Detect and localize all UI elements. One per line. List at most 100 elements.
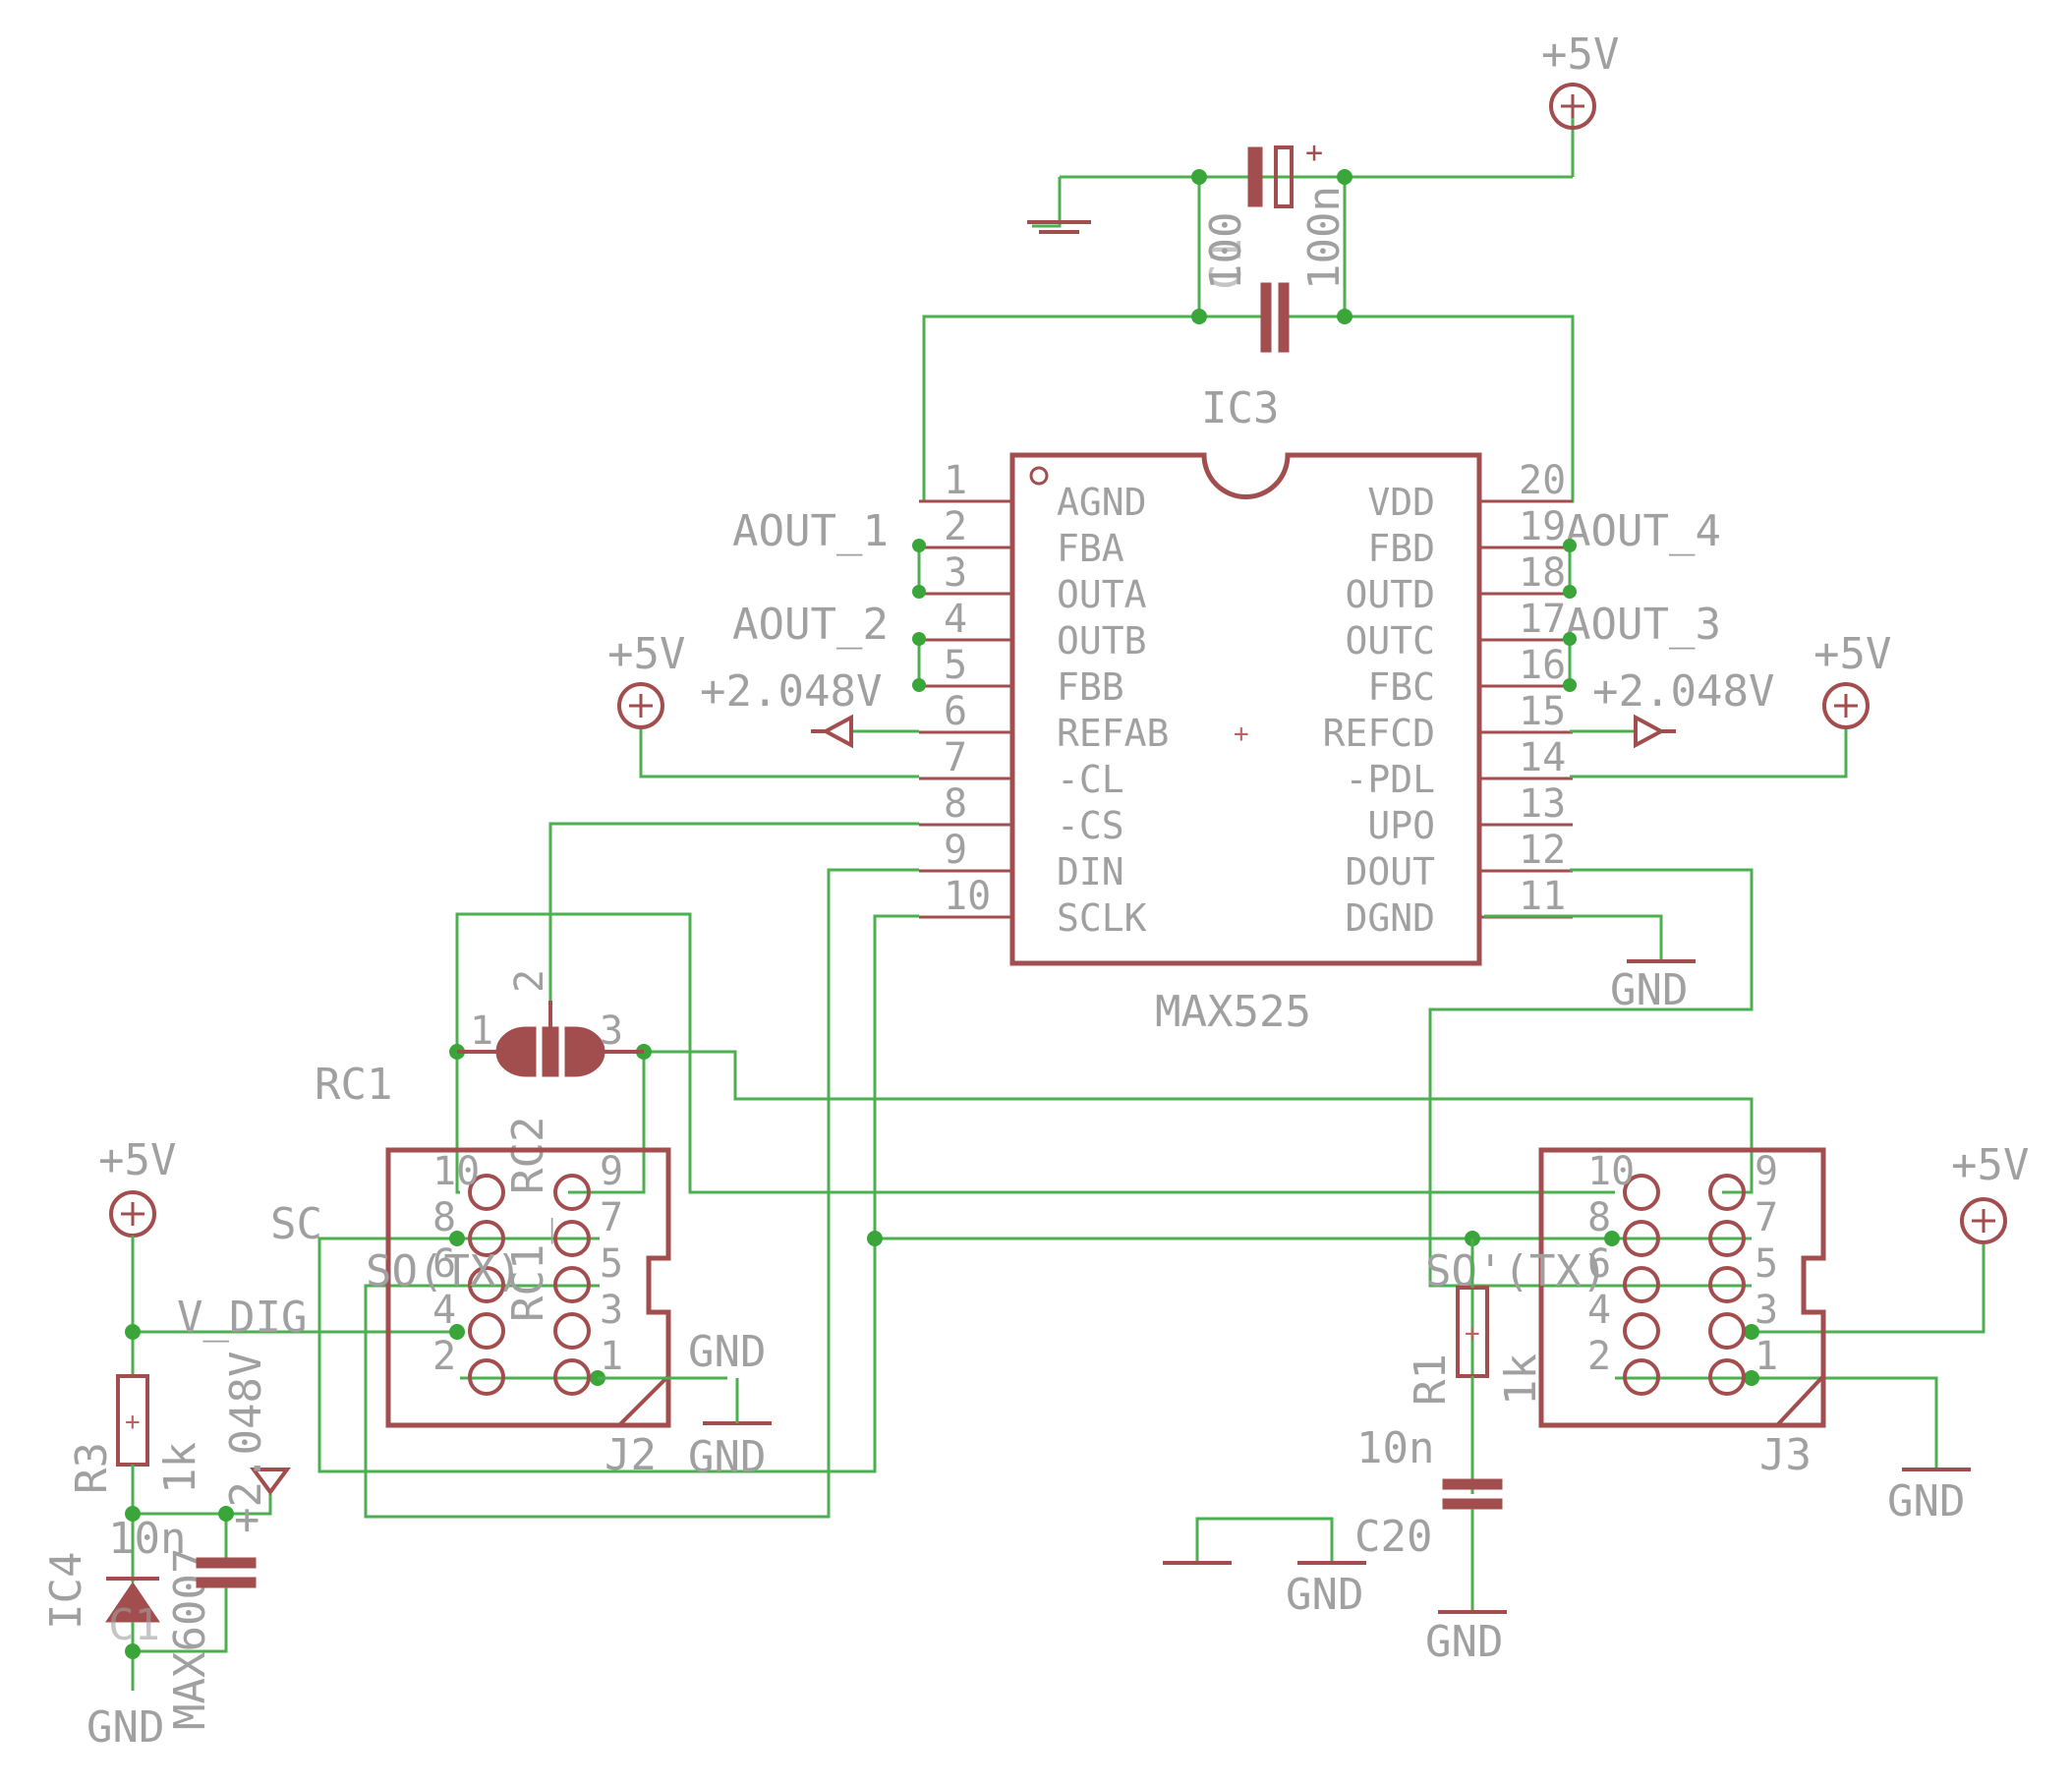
c20-value: 10n (1356, 1423, 1434, 1473)
ic3-pin-number: 15 (1519, 689, 1566, 734)
c20-ref-visible: C20 (1354, 1512, 1432, 1562)
resonator-right (564, 1026, 605, 1077)
ic3-pin-name: AGND (1057, 481, 1147, 524)
ic3-pin-number: 4 (944, 597, 967, 642)
j3-ref: J3 (1759, 1430, 1812, 1480)
ref-right-label: +2.048V (1592, 666, 1774, 717)
connector-pin (1623, 1174, 1660, 1211)
c1-plate-a (196, 1557, 257, 1569)
ref-ic4-label: +2.048V (221, 1352, 271, 1533)
c20-plate-a (1442, 1478, 1503, 1490)
connector-pin (468, 1266, 505, 1303)
ic3-pin-number: 3 (944, 550, 967, 596)
rc1-label: RC1 (315, 1060, 392, 1110)
rc2-label: RC2 (503, 1117, 553, 1194)
ic3-pin-number: 17 (1519, 597, 1566, 642)
c1-value: 10n (108, 1514, 186, 1564)
ic3-pin-name: UPO (1367, 804, 1435, 847)
plus5v-right-label: +5V (1813, 629, 1891, 679)
resonator-left (495, 1026, 537, 1077)
ic3-value: MAX525 (1155, 987, 1311, 1037)
aout-4-label: AOUT_4 (1565, 506, 1721, 556)
ic3-ref-power: +2.048V +2.048V +5V +5V GND (607, 629, 1891, 1015)
ic3-pin-name: DOUT (1345, 850, 1435, 893)
ic3-pin-number: 20 (1519, 458, 1566, 503)
ic3-pin-name: OUTB (1057, 619, 1147, 662)
plus5v-top-label: +5V (1541, 29, 1619, 80)
gnd-j2b-label: GND (688, 1432, 766, 1482)
ic4-value: MAX6007 (165, 1548, 215, 1730)
ic3-pin-name: FBD (1367, 527, 1435, 570)
r1-ref: R1 (1406, 1353, 1456, 1406)
svg-text:+: + (1465, 1319, 1480, 1349)
resonator-rc: 1 2 3 RC1 RC2 RC1_ (315, 969, 644, 1322)
gnd-j3-label: GND (1887, 1476, 1965, 1526)
j3-body (1538, 1147, 1826, 1428)
connector-pin-number: 8 (432, 1195, 456, 1240)
connector-pin (553, 1358, 591, 1396)
ic3-pin1-marker (1029, 466, 1049, 486)
connector-pin (468, 1174, 505, 1211)
ceramic-cap-plate-b (1278, 282, 1290, 353)
so-tx-j2-label: SO(TX) (366, 1246, 522, 1296)
connector-pin (1623, 1358, 1660, 1396)
rc-pin1: 1 (470, 1008, 493, 1054)
gnd-c20b-label: GND (1425, 1617, 1503, 1667)
gnd-symbol-top (1027, 177, 1091, 234)
svg-text:+: + (1234, 720, 1249, 749)
plus5v-left-label: +5V (607, 629, 685, 679)
ic3-pin-number: 14 (1519, 735, 1566, 780)
ic3-pin-name: -PDL (1345, 758, 1435, 801)
ic3-body (1009, 452, 1482, 966)
resonator-mid (542, 1026, 559, 1077)
connector-pin (553, 1312, 591, 1350)
connector-pin-number: 5 (600, 1241, 623, 1287)
connector-pin-number: 6 (432, 1241, 456, 1287)
connector-pin-number: 7 (600, 1195, 623, 1240)
ic3-pin-name: OUTA (1057, 573, 1147, 616)
r1-value: 1k (1496, 1353, 1546, 1406)
gnd-c20a-label: GND (1286, 1570, 1363, 1620)
r1-c20: + R1 1k 10n C20 C20 GND GND (1163, 1238, 1546, 1667)
electrolytic-cap-plate (1247, 146, 1263, 207)
gnd-j2a-label: GND (688, 1327, 766, 1377)
gnd-ic-label: GND (1610, 965, 1688, 1015)
ic3-ref: IC3 (1201, 383, 1279, 433)
ic3-pin-number: 19 (1519, 504, 1566, 549)
ic3-pin-name: VDD (1367, 481, 1435, 524)
connector-pin-number: 6 (1587, 1241, 1611, 1287)
connector-pin (1708, 1312, 1746, 1350)
ic3-pin-name: OUTC (1345, 619, 1435, 662)
ref-left-label: +2.048V (700, 666, 882, 717)
power-5v-top: +5V (1541, 29, 1619, 130)
ic3-pin-name: FBC (1367, 665, 1435, 709)
left-reference: +5V + R3 1k +2.048V IC4 MAX6007 10n C1 G… (41, 1135, 291, 1753)
connector-pin-number: 4 (432, 1288, 456, 1333)
ic3-pin-name: DGND (1345, 896, 1435, 940)
connector-pin (1708, 1266, 1746, 1303)
connector-pin-number: 10 (1587, 1149, 1635, 1194)
connector-pin (1623, 1312, 1660, 1350)
ic3-pin-number: 11 (1519, 874, 1566, 919)
aout-2-label: AOUT_2 (732, 600, 889, 650)
connector-pin (553, 1266, 591, 1303)
connector-pin (553, 1174, 591, 1211)
c-elec-ref: C10 (1201, 212, 1251, 290)
ic3-pin-number: 8 (944, 781, 967, 827)
sc-label: SC (270, 1199, 322, 1249)
connector-pin (1623, 1266, 1660, 1303)
connector-pin-number: 9 (600, 1149, 623, 1194)
rc-pin3: 3 (600, 1008, 623, 1054)
connector-pin-number: 10 (432, 1149, 480, 1194)
rc2-value: RC1_ (503, 1218, 553, 1322)
plus5v-far-right-label: +5V (1951, 1140, 2029, 1190)
ic4-ref: IC4 (41, 1552, 91, 1630)
connector-pin-number: 8 (1587, 1195, 1611, 1240)
top-decoupling-caps: + 100 C10 100n +5V (922, 29, 1619, 503)
ic3-pin-number: 2 (944, 504, 967, 549)
c20-plate-b (1442, 1498, 1503, 1510)
j2-ref: J2 (604, 1430, 657, 1480)
